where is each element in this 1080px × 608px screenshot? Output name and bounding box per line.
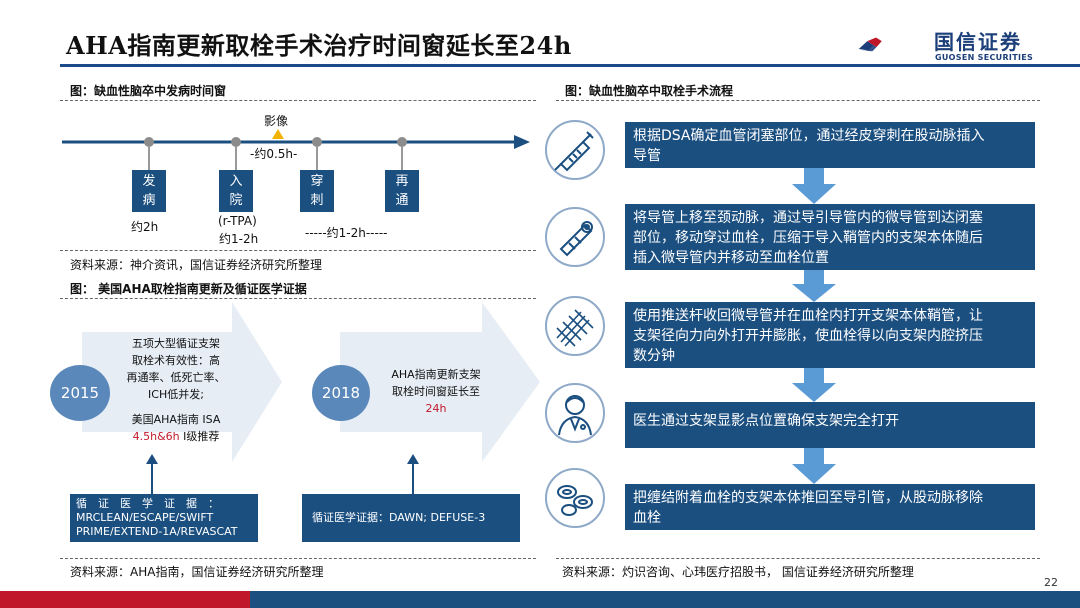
time-admit: 约1-2h [219,232,259,246]
year-2018-circle [312,365,370,421]
time-recanal: -----约1-2h----- [305,226,388,240]
image-label: 影像 [264,114,289,128]
procedure-caption: 图：缺血性脑卒中取栓手术流程 [565,84,734,98]
stage-recanal-box: 再通 [385,170,419,212]
blood-cells-icon [557,485,593,516]
stage-admit-box: 入院 [219,170,253,212]
caption-divider [60,100,536,101]
caption-divider [556,100,1040,101]
step-5-box: 把缠结附着血栓的支架本体推回至导引管，从股动脉移除血栓 [625,484,1035,530]
arrow-up-icon [407,454,419,494]
arrow-up-icon [146,454,158,494]
aha-arrow-shapes [82,302,540,462]
down-arrow-icon [792,448,836,484]
catheter-icon-circle [545,207,605,267]
source-divider [556,558,1040,559]
down-arrow-icon [792,270,836,302]
arrow1-text: 五项大型循证支架 取栓术有效性：高 再通率、低死亡率、 ICH低并发; 美国AH… [126,337,226,443]
timeline-stem [148,146,150,170]
arrow2-text: AHA指南更新支架 取栓时间窗延长至 24h [391,368,481,415]
blood-cells-icon-circle [545,468,605,528]
stent-mesh-icon-circle [545,296,605,356]
timeline-dot-recanal [397,137,407,147]
step-4-box: 医生通过支架显影点位置确保支架完全打开 [625,402,1035,448]
evidence-2018-box: 循证医学证据：DAWN; DEFUSE-3 [302,494,520,542]
source-divider [60,250,536,251]
logo-chinese-name: 国信证券 [934,30,1022,54]
title-underline [60,64,1080,67]
step-3-box: 使用推送杆收回微导管并在血栓内打开支架本体鞘管，让支架径向力向外打开并膨胀，使血… [625,302,1035,368]
time-rtpa: (r-TPA) [218,214,257,228]
time-onset: 约2h [131,220,159,234]
timeline-dot-puncture [312,137,322,147]
guosen-logo-icon [858,37,882,52]
aha-source: 资料来源：AHA指南，国信证券经济研究所整理 [70,565,324,579]
caption-divider [60,298,536,299]
syringe-icon-circle [545,120,605,180]
aha-caption: 图： 美国AHA取栓指南更新及循证医学证据 [70,282,307,296]
logo-english-name: GUOSEN SECURITIES [935,53,1034,62]
page-number: 22 [1044,576,1058,589]
procedure-source: 资料来源：灼识咨询、心玮医疗招股书， 国信证券经济研究所整理 [562,565,914,579]
footer-accent [0,591,250,608]
stage-onset-box: 发病 [132,170,166,212]
timeline-caption: 图：缺血性脑卒中发病时间窗 [70,84,227,98]
footer-bar [0,591,1080,608]
image-marker-icon [272,129,284,139]
timeline-axis [62,135,530,149]
year-2015-circle [50,365,110,421]
image-time: -约0.5h- [250,147,298,161]
timeline-source: 资料来源：神介资讯，国信证券经济研究所整理 [70,258,323,272]
timeline-dot-onset [144,137,154,147]
stent-mesh-icon [556,309,594,347]
step-2-box: 将导管上移至颈动脉，通过导引导管内的微导管到达闭塞部位，移动穿过血栓，压缩于导入… [625,204,1035,270]
syringe-icon [554,131,594,172]
catheter-icon [559,221,593,257]
timeline-dot-admit [231,137,241,147]
timeline-stem [235,146,237,170]
timeline-stem [316,146,318,170]
step-1-box: 根据DSA确定血管闭塞部位，通过经皮穿刺在股动脉插入导管 [625,122,1035,168]
doctor-icon-circle [545,383,605,443]
stage-puncture-box: 穿刺 [300,170,334,212]
timeline-stem [401,146,403,170]
down-arrow-icon [792,368,836,402]
down-arrow-icon [792,168,836,204]
source-divider [60,558,536,559]
doctor-icon [558,395,592,436]
year-2015: 2015 [60,384,100,402]
page-title: AHA指南更新取栓手术治疗时间窗延长至24h [66,31,572,60]
evidence-2015-box: 循 证 医 学 证 据 ： MRCLEAN/ESCAPE/SWIFT PRIME… [70,494,258,542]
year-2018: 2018 [321,384,361,402]
